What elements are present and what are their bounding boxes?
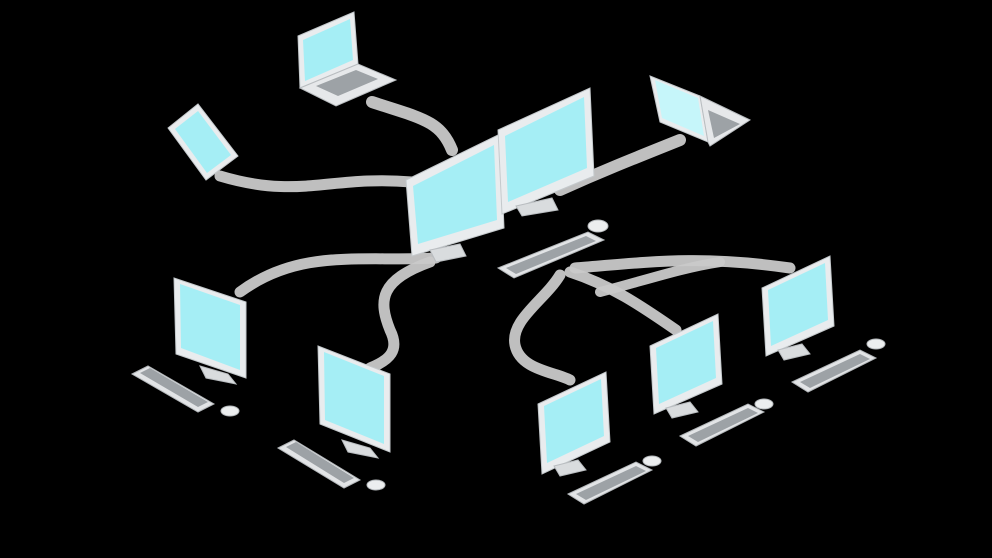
keyboard-keys [506,236,596,274]
link-server-to-monitor-left-lower [364,256,436,374]
keyboard-keys [800,354,870,388]
link-server-to-laptop-top [366,96,458,156]
laptop-screen [655,80,704,136]
laptop-screen [303,19,353,81]
monitor-right-top [761,255,886,393]
mouse [754,398,774,410]
monitor-stand [199,365,238,385]
keyboard-keys [688,408,758,442]
laptop-keyboard [316,70,378,96]
monitor-right-bottom [537,371,662,505]
monitor-right-middle [649,313,774,447]
monitor-screen [180,284,240,370]
monitor-screen [768,263,828,346]
central-dual-monitor-server [405,87,595,263]
monitor-stand [341,439,380,459]
mouse [642,455,662,467]
monitor-screen [324,352,384,444]
link-server-to-monitor-left-upper [234,252,442,298]
mouse [587,219,609,233]
monitor-stand [553,459,587,477]
monitor-screen [656,321,716,404]
tablet-left [167,103,239,181]
link-hub-to-monitor-right-middle [564,266,682,336]
link-hub-to-monitor-right-top [569,255,796,274]
keyboard-keys [286,442,354,483]
link-hub-to-monitor-right-bottom [509,269,576,386]
monitor-stand [429,243,467,263]
monitor-screen [505,97,587,202]
laptop-top [297,11,398,107]
monitor-screen [544,379,604,463]
laptop-keyboard [708,110,740,138]
tablet-screen [175,111,231,173]
mouse [866,338,886,350]
mouse [220,405,240,417]
monitor-left-upper [130,277,247,417]
monitor-stand [777,343,811,361]
keyboard-keys [576,466,646,500]
monitor-screen [413,145,497,244]
mouse [366,479,386,491]
laptop-right [649,75,752,147]
monitor-left-lower [276,345,391,491]
link-hub-spur [595,257,725,297]
monitor-stand [665,401,699,419]
switch-keyboard-hub [496,219,609,279]
link-server-to-tablet [214,170,418,193]
keyboard-keys [140,368,208,407]
monitor-stand [515,197,559,217]
